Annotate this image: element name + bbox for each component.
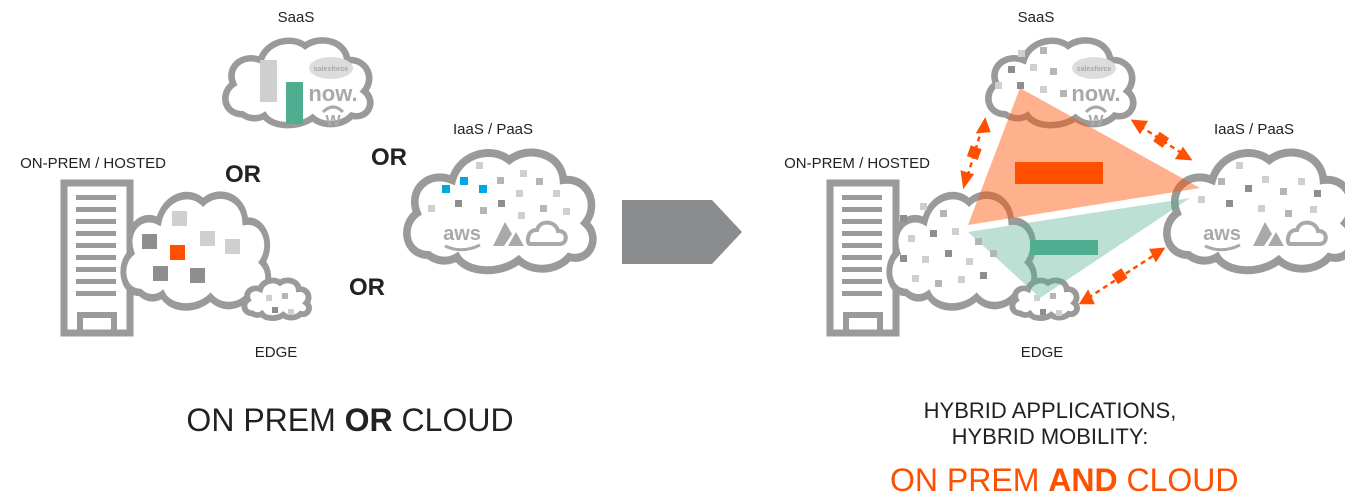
saas-iaas-arrow-icon — [1130, 119, 1193, 161]
iaas-label-right: IaaS / PaaS — [1214, 121, 1294, 138]
saas-label-right: SaaS — [1018, 9, 1055, 26]
iaas-workloads — [428, 162, 570, 219]
right-caption-bold: AND — [1048, 462, 1118, 498]
iaas-label: IaaS / PaaS — [453, 121, 533, 138]
or-label-3: OR — [349, 274, 385, 301]
right-caption-post: CLOUD — [1117, 462, 1239, 498]
edge-workloads — [266, 293, 294, 315]
iaas-cloud-right — [1167, 153, 1345, 271]
servicenow-logo-right: now. — [1071, 81, 1120, 106]
right-subtitle-line1: HYBRID APPLICATIONS, — [923, 398, 1177, 423]
iaas-workloads-right — [1198, 162, 1321, 217]
saas-label: SaaS — [278, 9, 315, 26]
right-caption: ON PREM AND CLOUD — [890, 462, 1238, 499]
hybrid-app-green-block — [1030, 240, 1098, 255]
saas-app-block-gray — [260, 60, 277, 102]
onprem-building-icon — [64, 183, 130, 333]
left-caption: ON PREM OR CLOUD — [150, 402, 550, 439]
left-scenario: salesforce now. W SaaS OR OR OR IaaS / P… — [20, 9, 593, 361]
saas-link-triangle — [968, 88, 1200, 225]
servicenow-logo: now. — [308, 81, 357, 106]
aws-logo-right: aws — [1203, 223, 1241, 245]
gcloud-icon — [525, 220, 568, 246]
onprem-building-icon-right — [830, 183, 896, 333]
right-caption-pre: ON PREM — [890, 462, 1049, 498]
saas-workloads-right — [995, 47, 1067, 97]
left-caption-bold: OR — [344, 402, 393, 438]
aws-smile-icon-right — [1204, 243, 1241, 252]
workday-logo-right: W — [1088, 113, 1104, 130]
salesforce-logo-right: salesforce — [1077, 66, 1112, 73]
transition-arrow-icon — [622, 200, 742, 264]
right-subtitle-line2: HYBRID MOBILITY: — [951, 424, 1149, 449]
azure-icon-right — [1253, 222, 1284, 246]
onprem-label: ON-PREM / HOSTED — [20, 155, 166, 172]
edge-iaas-arrow-icon — [1078, 247, 1166, 305]
edge-workloads-right — [1034, 293, 1062, 316]
aws-smile-icon — [444, 243, 481, 252]
onprem-workloads — [142, 211, 240, 283]
mobility-arrows — [960, 117, 1193, 305]
hybrid-app-orange-block — [1015, 162, 1103, 184]
or-label-1: OR — [225, 161, 261, 188]
saas-logos-right: salesforce now. W — [1071, 57, 1121, 130]
onprem-workloads-right — [900, 203, 997, 287]
saas-onprem-arrow-icon — [960, 117, 991, 190]
gcloud-icon-right — [1285, 220, 1328, 246]
saas-logos: salesforce now. W — [308, 57, 358, 130]
edge-label-right: EDGE — [1021, 344, 1064, 361]
iaas-logos-right: aws — [1203, 220, 1328, 252]
onprem-label-right: ON-PREM / HOSTED — [784, 155, 930, 172]
left-caption-post: CLOUD — [392, 402, 514, 438]
right-scenario: SaaS IaaS / PaaS ON-PREM / HOSTED EDGE s… — [784, 9, 1345, 361]
saas-app-block-green — [286, 82, 303, 124]
salesforce-logo: salesforce — [314, 66, 349, 73]
aws-logo: aws — [443, 223, 481, 245]
azure-icon — [493, 222, 524, 246]
left-caption-pre: ON PREM — [186, 402, 345, 438]
iaas-logos: aws — [443, 220, 568, 252]
right-subtitle: HYBRID APPLICATIONS, HYBRID MOBILITY: — [900, 398, 1200, 450]
edge-label: EDGE — [255, 344, 298, 361]
workday-logo: W — [325, 113, 341, 130]
or-label-2: OR — [371, 144, 407, 171]
